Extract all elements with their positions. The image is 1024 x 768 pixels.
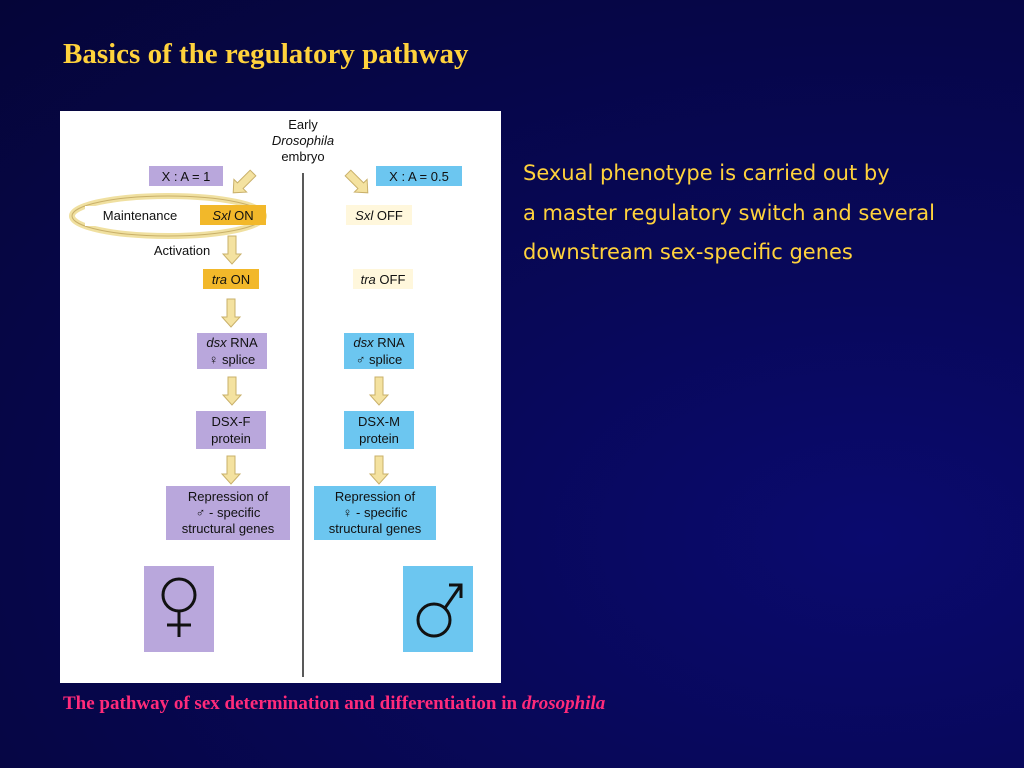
- description-text: Sexual phenotype is carried out by a mas…: [523, 154, 935, 273]
- female-ratio-label: X : A = 1: [162, 169, 211, 184]
- diagonal-arrow-right: [341, 166, 375, 200]
- tra-on-label: tra ON: [212, 272, 250, 287]
- diagonal-arrow-left: [226, 166, 260, 200]
- embryo-label-line2: Drosophila: [272, 133, 334, 148]
- caption-main-text: The pathway of sex determination and dif…: [63, 693, 522, 714]
- sxl-off-label: Sxl OFF: [355, 208, 403, 223]
- sxl-on-box: [200, 205, 266, 225]
- arrow-dsx-to-protein-male: [369, 376, 389, 406]
- dsx-female-box: [197, 333, 267, 369]
- arrow-protein-to-repression-male: [369, 455, 389, 485]
- dsx-f-protein-line2: protein: [211, 431, 251, 446]
- male-symbol-icon: [416, 583, 463, 638]
- dsx-m-protein-line2: protein: [359, 431, 399, 446]
- female-ratio-box: [149, 166, 223, 186]
- repression-male-line1: Repression of: [335, 489, 416, 504]
- activation-arrow: [222, 235, 242, 265]
- figure-caption: The pathway of sex determination and dif…: [63, 693, 605, 715]
- dsx-female-line1: dsx RNA: [206, 335, 258, 350]
- arrow-protein-to-repression-female: [221, 455, 241, 485]
- sex-determination-figure: Early Drosophila embryo X : A = 1 X : A …: [60, 111, 501, 683]
- description-line-2: a master regulatory switch and several: [523, 200, 935, 225]
- embryo-label-line1: Early: [288, 117, 318, 132]
- sxl-off-box: [346, 205, 412, 225]
- caption-italic-text: drosophila: [521, 693, 606, 714]
- arrow-tra-to-dsx-female: [221, 298, 241, 328]
- description-line-1: Sexual phenotype is carried out by: [523, 161, 890, 185]
- maintenance-label: Maintenance: [103, 208, 177, 223]
- female-symbol-icon: [161, 577, 197, 637]
- sxl-on-label: Sxl ON: [212, 208, 253, 223]
- male-ratio-box: [376, 166, 462, 186]
- repression-female-line1: Repression of: [188, 489, 269, 504]
- repression-male-line3: structural genes: [329, 521, 422, 536]
- dsx-f-protein-line1: DSX-F: [212, 414, 251, 429]
- description-line-3: downstream sex-specific genes: [523, 240, 853, 264]
- dsx-m-protein-box: [344, 411, 414, 449]
- male-symbol-text: ♂: [60, 111, 61, 112]
- dsx-male-line2: ♂ splice: [356, 352, 403, 367]
- dsx-m-protein-line1: DSX-M: [358, 414, 400, 429]
- tra-on-box: [203, 269, 259, 289]
- pathway-diagram: Early Drosophila embryo X : A = 1 X : A …: [60, 111, 473, 677]
- activation-label: Activation: [154, 243, 210, 258]
- slide-title: Basics of the regulatory pathway: [63, 38, 469, 70]
- tra-off-box: [353, 269, 413, 289]
- male-ratio-label: X : A = 0.5: [389, 169, 449, 184]
- dsx-male-box: [344, 333, 414, 369]
- dsx-female-line2: ♀ splice: [209, 352, 256, 367]
- maintenance-label-bg: [85, 206, 195, 226]
- repression-male-box: [314, 486, 436, 540]
- male-symbol-box: [403, 566, 473, 652]
- arrow-dsx-to-protein-female: [222, 376, 242, 406]
- dsx-male-line1: dsx RNA: [353, 335, 405, 350]
- repression-male-line2: ♀ - specific: [343, 505, 408, 520]
- repression-female-line2: ♂ - specific: [196, 505, 261, 520]
- repression-female-box: [166, 486, 290, 540]
- embryo-label-line3: embryo: [281, 149, 324, 164]
- tra-off-label: tra OFF: [361, 272, 406, 287]
- dsx-f-protein-box: [196, 411, 266, 449]
- repression-female-line3: structural genes: [182, 521, 275, 536]
